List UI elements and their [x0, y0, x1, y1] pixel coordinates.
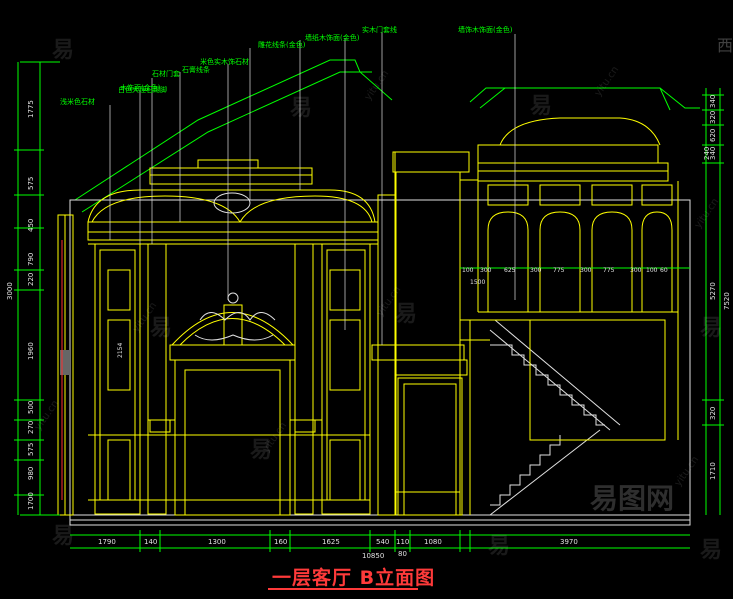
- right-dim-0: 340: [709, 95, 717, 108]
- label-wood-veneer-gold: 木饰面(金色): [120, 83, 161, 92]
- left-dim-10: 1700: [27, 492, 35, 510]
- bottom-dim-1: 140: [144, 538, 157, 546]
- watermark-corner: 西: [716, 36, 733, 55]
- drawing-title: 一层客厅 B立面图: [272, 567, 436, 589]
- watermark-brand: 易图网: [590, 482, 675, 515]
- bottom-dim-3: 160: [274, 538, 287, 546]
- right-dim-6: 320: [709, 407, 717, 420]
- label-light-beige-stone: 浅米色石材: [60, 97, 95, 106]
- label-wood-door-casing: 实木门套线: [362, 25, 397, 34]
- label-beige-stone-pattern: 米色实木饰石材: [200, 57, 249, 66]
- right-dim-1: 320: [709, 111, 717, 124]
- interior-dim-9: 60: [660, 267, 668, 274]
- label-wall-veneer-gold: 墙饰木饰面(金色): [458, 25, 513, 34]
- bottom-dim-4: 1625: [322, 538, 340, 546]
- left-dim-2: 450: [27, 219, 35, 232]
- interior-dim-0: 100: [462, 267, 474, 274]
- bottom-dim-0: 1790: [98, 538, 116, 546]
- bottom-dim-7: 1080: [424, 538, 442, 546]
- label-white-marble-base: 白色大理石踢脚: [118, 85, 167, 94]
- label-plaster-molding: 石膏线条: [182, 65, 210, 74]
- interior-dim-7: 300: [630, 267, 642, 274]
- label-wallpaper-veneer-gold: 墙纸木饰面(金色): [305, 33, 360, 42]
- vert-interior-0: 2154: [117, 343, 124, 358]
- right-dim-4: 240: [703, 147, 711, 160]
- left-dim-0: 1775: [27, 100, 35, 118]
- left-dim-3: 790: [27, 253, 35, 266]
- bottom-dim-2: 1300: [208, 538, 226, 546]
- left-dim-4: 220: [27, 273, 35, 286]
- bottom-dim-5: 540: [376, 538, 389, 546]
- bottom-dim-6: 110: [396, 538, 409, 546]
- bottom-dim-9: 3970: [560, 538, 578, 546]
- label-stone-door-frame: 石材门套: [152, 69, 180, 78]
- label-carved-molding-gold: 雕花线条(金色): [258, 40, 306, 49]
- left-dim-total: 3000: [6, 282, 14, 300]
- right-dim-5: 5270: [709, 282, 717, 300]
- interior-dim-4: 775: [553, 267, 565, 274]
- left-dim-6: 500: [27, 401, 35, 414]
- vert-interior-1: 1500: [470, 279, 485, 286]
- right-dim-2: 620: [709, 129, 717, 142]
- interior-dim-8: 100: [646, 267, 658, 274]
- interior-dim-1: 300: [480, 267, 492, 274]
- left-dim-8: 575: [27, 443, 35, 456]
- right-dim-total: 7520: [723, 292, 731, 310]
- left-dim-7: 270: [27, 421, 35, 434]
- right-dim-7: 1710: [709, 462, 717, 480]
- right-dim-3: 340: [709, 147, 717, 160]
- left-dim-9: 980: [27, 467, 35, 480]
- interior-dim-5: 300: [580, 267, 592, 274]
- bottom-dim-8: 80: [398, 550, 407, 558]
- title-underline: [268, 588, 418, 590]
- interior-dim-2: 625: [504, 267, 516, 274]
- bottom-dim-total: 10850: [362, 552, 384, 560]
- interior-dim-3: 300: [530, 267, 542, 274]
- left-dim-5: 1960: [27, 342, 35, 360]
- interior-dim-6: 775: [603, 267, 615, 274]
- left-dim-1: 575: [27, 177, 35, 190]
